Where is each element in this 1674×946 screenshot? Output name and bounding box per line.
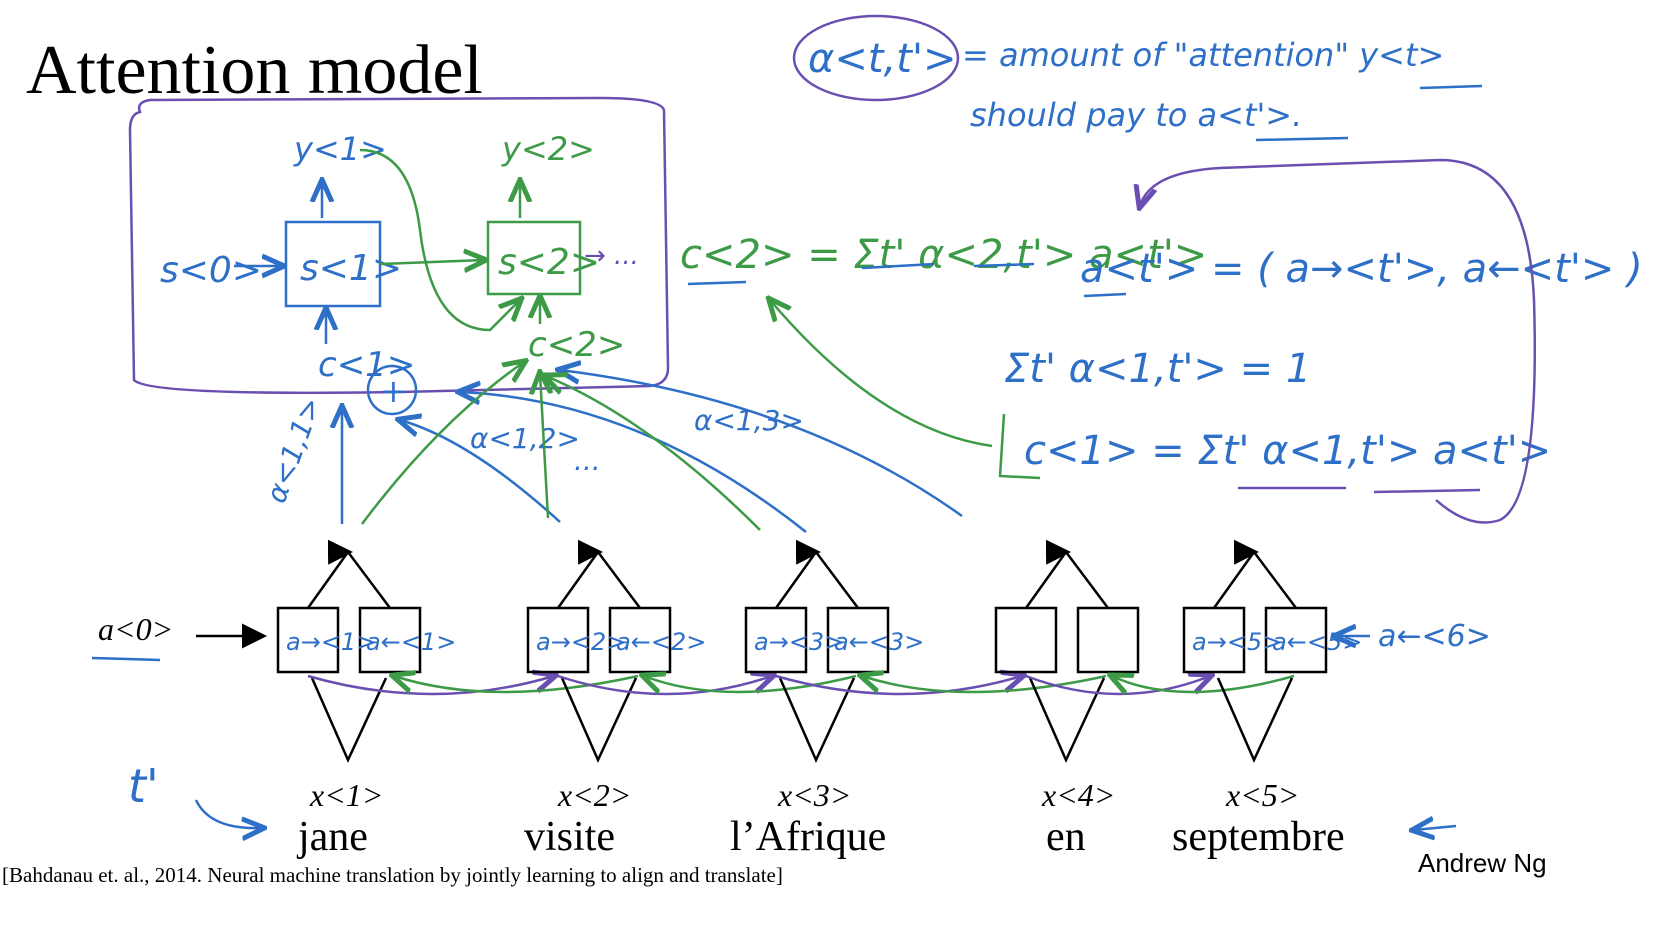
output-y1: y<1> <box>293 130 387 168</box>
arrow-g-a2-to-c2 <box>540 374 548 519</box>
arrow-a3-to-sum <box>460 392 807 533</box>
encoder-backward-label: a←<1> <box>366 628 456 656</box>
citation: [Bahdanau et. al., 2014. Neural machine … <box>2 863 783 887</box>
encoder-initial-a6: a←<6> <box>1378 619 1491 654</box>
forward-recurrent-arrow <box>307 676 554 696</box>
encoder-output-arrow <box>774 539 859 609</box>
encoder-input-arrow <box>560 677 638 764</box>
encoder-backward-label: a←<3> <box>834 628 924 656</box>
underline-a-t-eq <box>1083 292 1127 298</box>
alpha-definition-line1: = amount of "attention" y<t> <box>962 36 1444 74</box>
output-y2: y<2> <box>501 130 595 168</box>
alpha-dots: ... <box>574 444 601 477</box>
alpha-definition-line2: should pay to a<t'>. <box>970 96 1302 134</box>
arrow-c1-eq-to-c2 <box>770 300 993 448</box>
decoder-ellipsis: → ... <box>584 241 639 271</box>
encoder-forward-label: a→<2> <box>536 628 626 656</box>
alpha-definition-circle <box>792 14 960 102</box>
input-word: visite <box>524 814 615 860</box>
backward-recurrent-arrow <box>394 676 639 692</box>
encoder-output-arrow <box>1212 539 1297 609</box>
encoder-input-arrow <box>1216 677 1294 764</box>
arrow-a2-to-sum <box>400 420 561 523</box>
encoder-forward-label: a→<3> <box>754 628 844 656</box>
arrow-s1-to-s2 <box>379 260 484 264</box>
input-x-label: x<2> <box>557 777 631 813</box>
forward-recurrent-arrow <box>775 676 1022 696</box>
sum-node-plus: + <box>380 372 407 410</box>
encoder-output-arrow <box>306 539 391 609</box>
decoder-state-s2: s<2> <box>498 242 600 283</box>
encoder-forward-cell <box>994 606 1058 674</box>
loop-arrow-right <box>1140 158 1537 524</box>
slide-title: Attention model <box>26 32 483 109</box>
alpha-symbol: α<t,t'> <box>808 36 956 82</box>
arrow-a5-to-c2 <box>560 370 963 518</box>
arrow-g-a3-to-c2 <box>546 376 761 531</box>
equation-sum-alpha: Σt' α<1,t'> = 1 <box>1004 346 1311 392</box>
context-c1: c<1> <box>318 345 415 385</box>
context-c2: c<2> <box>528 325 625 365</box>
input-word: en <box>1046 814 1086 860</box>
encoder-forward-label: a→<5> <box>1192 628 1282 656</box>
equation-c1: c<1> = Σt' α<1,t'> a<t'> <box>1024 428 1551 474</box>
author-name: Andrew Ng <box>1418 848 1547 878</box>
input-x-label: x<5> <box>1225 777 1299 813</box>
encoder-input-arrow <box>310 677 388 764</box>
input-word: l’Afrique <box>730 814 886 860</box>
arrow-g-a1-to-c2 <box>361 362 524 525</box>
backward-recurrent-arrow <box>1112 676 1295 692</box>
alpha-1-1: α<1,1> <box>259 393 328 508</box>
underline-c1-eq <box>1238 486 1481 494</box>
decoder-state-s0: s<0> <box>160 250 262 291</box>
equation-a-t: a<t'> = ( a→<t'>, a←<t'> ) <box>1080 246 1643 292</box>
arrow-y1-feed-s2 <box>359 148 520 332</box>
encoder-output-arrow <box>1024 539 1109 609</box>
encoder-input-arrow <box>1028 677 1106 764</box>
underline-a-t <box>1255 136 1349 142</box>
input-word: septembre <box>1172 814 1345 860</box>
equation-c1-box <box>998 413 1041 480</box>
alpha-1-2: α<1,2> <box>470 422 580 455</box>
a0-underline <box>91 656 161 662</box>
encoder-output-arrow <box>556 539 641 609</box>
backward-recurrent-arrow <box>644 676 857 692</box>
underline-c2 <box>687 262 1035 286</box>
input-x-label: x<1> <box>309 777 383 813</box>
septembre-arrow <box>1414 826 1457 830</box>
decoder-state-s1: s<1> <box>300 248 402 289</box>
alpha-1-3: α<1,3> <box>694 404 804 437</box>
encoder-backward-cell <box>1076 606 1140 674</box>
equation-c2: c<2> = Σt' α<2,t'> a<t'> <box>680 232 1207 278</box>
encoder-bidirectional-rnn: a→<1>a←<1> x<1>jane a→<2>a←<2> x<2>visite a→… <box>276 539 1362 860</box>
t-prime-arrow <box>194 799 262 828</box>
encoder-backward-label: a←<5> <box>1272 628 1362 656</box>
encoder-input-arrow <box>778 677 856 764</box>
input-x-label: x<4> <box>1041 777 1115 813</box>
backward-recurrent-arrow <box>862 676 1107 692</box>
encoder-forward-label: a→<1> <box>286 628 376 656</box>
encoder-initial-a0: a<0> <box>98 611 173 647</box>
underline-y-t <box>1419 84 1483 90</box>
encoder-backward-label: a←<2> <box>616 628 706 656</box>
t-prime-label: t' <box>128 759 159 813</box>
input-x-label: x<3> <box>777 777 851 813</box>
input-word: jane <box>296 814 368 860</box>
